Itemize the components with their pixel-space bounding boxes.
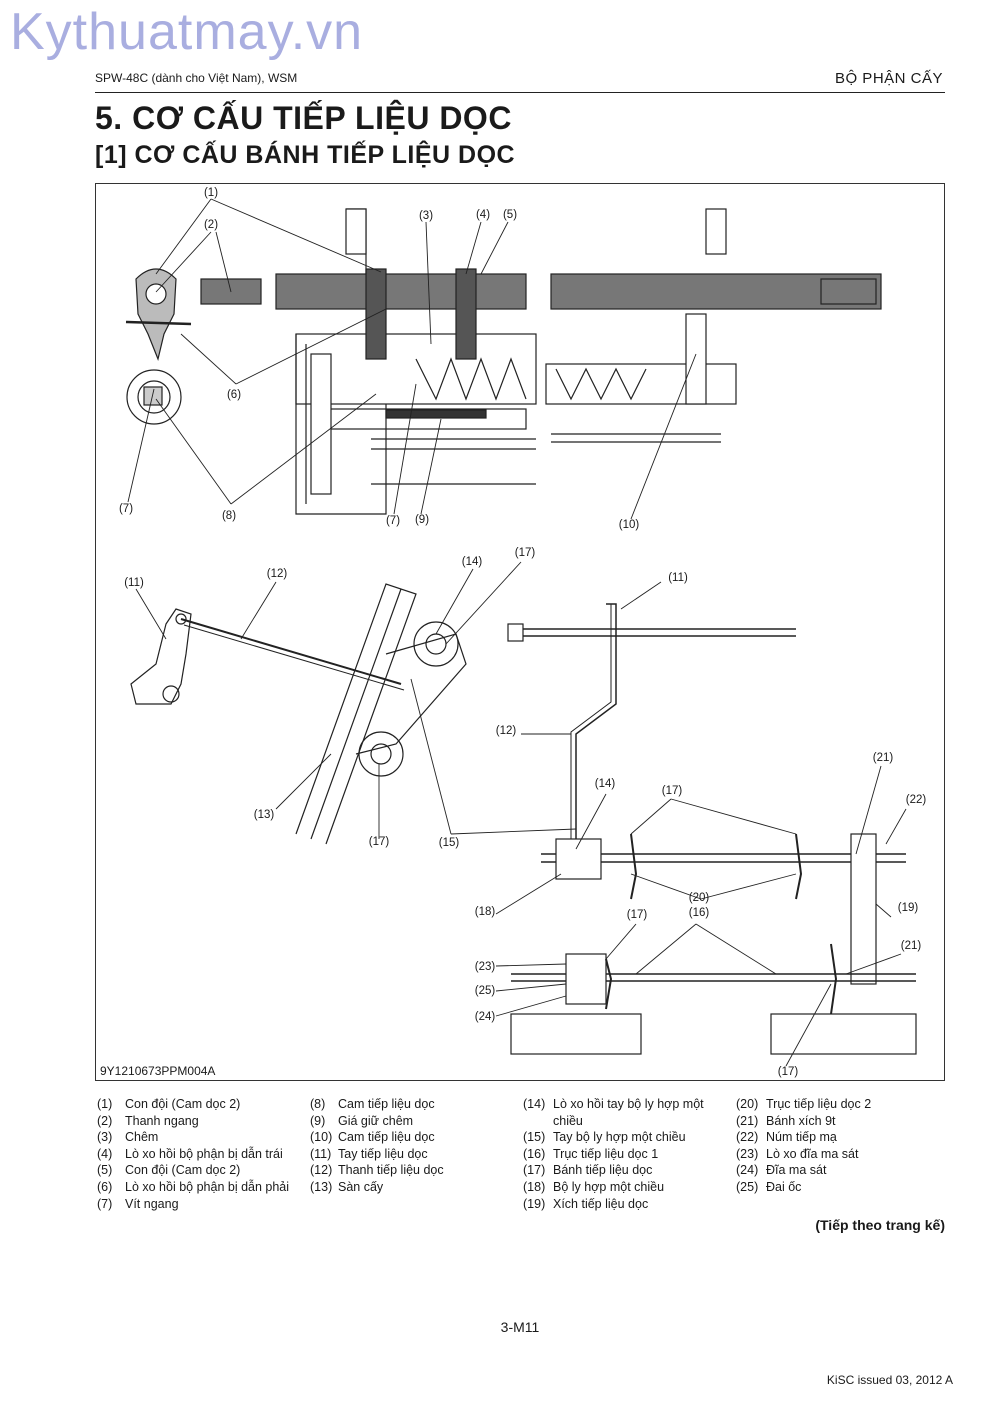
watermark: Kythuatmay.vn	[10, 3, 364, 61]
callout: (4)	[475, 209, 491, 221]
issue-info: KiSC issued 03, 2012 A	[826, 1373, 953, 1387]
callout: (8)	[221, 510, 237, 522]
continued-note: (Tiếp theo trang kế)	[815, 1217, 945, 1233]
callout: (10)	[618, 519, 640, 531]
callout: (12)	[266, 568, 288, 580]
callout: (19)	[897, 902, 919, 914]
legend-item: (5)Con đội (Cam dọc 2)	[97, 1163, 241, 1178]
callout: (9)	[414, 514, 430, 526]
legend-item: (21)Bánh xích 9t	[736, 1113, 836, 1128]
legend-item: (16)Trục tiếp liệu dọc 1	[523, 1146, 659, 1161]
callout: (17)	[514, 547, 536, 559]
callout: (17)	[626, 909, 648, 921]
legend-item: (8)Cam tiếp liệu dọc	[310, 1097, 435, 1111]
callout: (11)	[668, 572, 688, 584]
legend-item: (2)Thanh ngang	[97, 1113, 199, 1128]
feed-chain-drawing	[850, 833, 877, 985]
legend-item: (1)Con đội (Cam dọc 2)	[97, 1097, 241, 1111]
callout: (17)	[661, 785, 683, 797]
callout: (1)	[203, 187, 219, 199]
callout: (15)	[438, 837, 460, 849]
diagram-figure: (1) (2) (3) (4) (5) (6) (7) (8) (7) (9) …	[95, 183, 945, 1081]
callout: (23)	[474, 961, 496, 973]
callout: (25)	[474, 985, 496, 997]
callout: (21)	[900, 940, 922, 952]
legend-item: (20)Trục tiếp liệu dọc 2	[736, 1097, 872, 1111]
legend-item: (9)Giá giữ chêm	[310, 1113, 414, 1128]
legend-item: (3)Chêm	[97, 1130, 159, 1145]
callout: (6)	[226, 389, 242, 401]
legend-item: (23)Lò xo đĩa ma sát	[736, 1146, 859, 1161]
legend-item: (11)Tay tiếp liệu dọc	[310, 1146, 428, 1161]
callout: (7)	[118, 503, 134, 515]
legend-column-1: (1)Con đội (Cam dọc 2) (2)Thanh ngang (3…	[97, 1096, 289, 1212]
legend-item: (24)Đĩa ma sát	[736, 1163, 827, 1178]
legend-item: (10)Cam tiếp liệu dọc	[310, 1130, 435, 1145]
legend-item: (12)Thanh tiếp liệu dọc	[310, 1163, 444, 1178]
section-subtitle: [1] CƠ CẤU BÁNH TIẾP LIỆU DỌC	[95, 141, 516, 169]
legend-item: (13)Sàn cấy	[310, 1179, 384, 1194]
legend-item: (14)Lò xo hồi tay bộ ly hợp một	[523, 1097, 704, 1111]
callout: (2)	[203, 219, 219, 231]
callout: (17)	[368, 836, 390, 848]
callout: (18)	[474, 906, 496, 918]
callout: (14)	[461, 556, 483, 568]
page-title: 5. CƠ CẤU TIẾP LIỆU DỌC	[95, 100, 512, 136]
legend-item: (17)Bánh tiếp liệu dọc	[523, 1163, 653, 1178]
callout: (13)	[253, 809, 275, 821]
callout: (20)	[688, 892, 710, 904]
page-number: 3-M11	[500, 1319, 540, 1335]
callout: (16)	[688, 907, 710, 919]
header-model: SPW-48C (dành cho Việt Nam), WSM	[95, 71, 298, 85]
legend-column-3: (14)Lò xo hồi tay bộ ly hợp một chiều (1…	[523, 1096, 704, 1212]
legend-item: (15)Tay bộ ly hợp một chiều	[523, 1130, 686, 1145]
cam-follower-drawing	[135, 268, 177, 361]
header-rule	[95, 92, 945, 93]
legend-column-4: (20)Trục tiếp liệu dọc 2 (21)Bánh xích 9…	[736, 1096, 871, 1196]
callout: (5)	[502, 209, 518, 221]
callout: (22)	[905, 794, 927, 806]
legend-item: chiều	[553, 1113, 583, 1128]
feed-arm-drawing	[130, 608, 192, 705]
legend-item: (19)Xích tiếp liệu dọc	[523, 1196, 649, 1211]
callout: (14)	[594, 778, 616, 790]
header-section: BỘ PHẬN CẤY	[834, 70, 943, 87]
callout: (21)	[872, 752, 894, 764]
callout: (12)	[495, 725, 517, 737]
legend-item: (25)Đai ốc	[736, 1179, 802, 1194]
mechanism-drawing	[125, 198, 917, 1067]
legend-item: (4)Lò xo hồi bộ phận bị dẫn trái	[97, 1146, 283, 1161]
legend-item: (22)Núm tiếp mạ	[736, 1130, 837, 1145]
legend-item: (6)Lò xo hồi bộ phận bị dẫn phải	[97, 1179, 290, 1194]
callout: (17)	[777, 1066, 799, 1078]
legend-item: (7)Vít ngang	[97, 1196, 179, 1211]
figure-code: 9Y1210673PPM004A	[100, 1064, 216, 1078]
callout: (11)	[124, 577, 144, 589]
callout: (3)	[418, 210, 434, 222]
callout: (24)	[474, 1011, 496, 1023]
callout: (7)	[385, 515, 401, 527]
legend-column-2: (8)Cam tiếp liệu dọc (9)Giá giữ chêm (10…	[310, 1096, 444, 1196]
legend-item: (18)Bộ ly hợp một chiều	[523, 1179, 665, 1194]
